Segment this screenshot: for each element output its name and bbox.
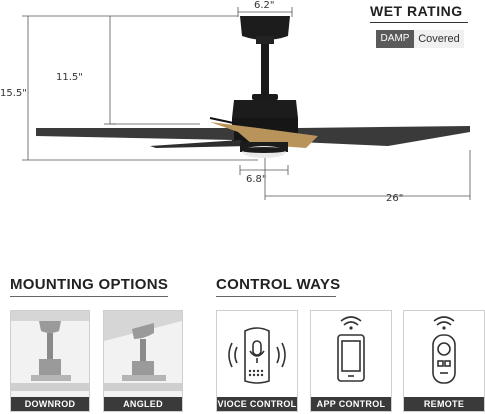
damp-tag: DAMP <box>376 30 414 48</box>
fan-blade-left <box>36 128 234 140</box>
downrod-mount-icon <box>11 311 89 397</box>
fan-blade-right <box>298 126 470 146</box>
mounting-label-angled: ANGLED <box>104 397 182 411</box>
control-label-app: APP CONTROL <box>311 397 391 411</box>
control-label-remote: REMOTE <box>404 397 484 411</box>
canopy-width-label: 6.2" <box>254 0 275 11</box>
wet-rating-value: Covered <box>414 30 464 48</box>
smartphone-wifi-icon <box>311 311 391 397</box>
fan-downrod <box>261 44 269 96</box>
mounting-options-title: MOUNTING OPTIONS <box>10 276 169 293</box>
fan-canopy <box>240 16 290 40</box>
control-ways-title: CONTROL WAYS <box>216 276 341 293</box>
wet-rating-title: WET RATING <box>370 3 463 19</box>
mounting-card-downrod: DOWNROD <box>10 310 90 412</box>
angled-mount-icon <box>104 311 182 397</box>
downrod-height-label: 11.5" <box>56 72 83 83</box>
control-card-app: APP CONTROL <box>310 310 392 412</box>
control-card-voice: VIOCE CONTROL <box>216 310 298 412</box>
total-height-label: 15.5" <box>0 88 27 99</box>
remote-wifi-icon <box>404 311 484 397</box>
mounting-label-downrod: DOWNROD <box>11 397 89 411</box>
mounting-options-divider <box>10 296 168 297</box>
blade-span-label: 26" <box>386 193 404 204</box>
mounting-card-angled: ANGLED <box>103 310 183 412</box>
voice-assistant-icon <box>217 311 297 397</box>
fan-motor <box>232 100 298 118</box>
control-ways-divider <box>216 296 336 297</box>
fan-diagram <box>22 7 471 200</box>
control-label-voice: VIOCE CONTROL <box>217 397 297 411</box>
fan-blade-front <box>210 122 318 148</box>
control-card-remote: REMOTE <box>403 310 485 412</box>
light-width-label: 6.8" <box>246 174 267 185</box>
wet-rating-divider <box>370 22 468 23</box>
